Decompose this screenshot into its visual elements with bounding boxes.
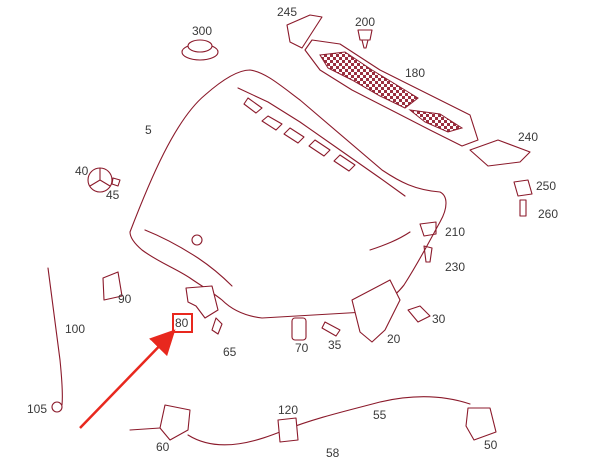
label-20: 20 (387, 332, 401, 346)
screw-45 (111, 177, 121, 187)
bracket-90 (102, 271, 123, 301)
label-245: 245 (277, 5, 297, 19)
label-65: 65 (223, 345, 237, 359)
bracket-250 (513, 179, 533, 197)
label-58: 58 (326, 446, 340, 460)
label-100: 100 (65, 322, 85, 336)
bolt-65 (211, 317, 223, 335)
screw-260 (519, 199, 527, 217)
label-80: 80 (175, 316, 189, 330)
highlight-box-80 (172, 313, 193, 333)
rod-100 (47, 267, 63, 406)
label-30: 30 (432, 312, 446, 326)
label-5: 5 (145, 123, 152, 137)
label-50: 50 (484, 438, 498, 452)
hinge-20 (351, 279, 401, 343)
label-70: 70 (295, 341, 309, 355)
label-60: 60 (156, 440, 170, 454)
bumper-70 (291, 317, 307, 341)
label-55: 55 (373, 408, 387, 422)
label-300: 300 (192, 24, 212, 38)
label-260: 260 (538, 207, 558, 221)
label-35: 35 (328, 338, 342, 352)
label-90: 90 (118, 292, 132, 306)
label-40: 40 (75, 164, 89, 178)
label-200: 200 (355, 15, 375, 29)
handle-50 (465, 407, 497, 441)
grommet-105 (51, 401, 63, 413)
cable-58-55 (187, 396, 471, 446)
screw-230 (423, 245, 433, 263)
label-105: 105 (27, 402, 47, 416)
bolt-30 (407, 305, 431, 323)
plug-300 (181, 39, 219, 61)
latch-60 (129, 404, 191, 441)
clip-210 (419, 221, 437, 237)
seal-240 (469, 139, 531, 167)
clip-200 (357, 29, 373, 49)
label-250: 250 (536, 179, 556, 193)
seal-245 (286, 14, 323, 49)
label-210: 210 (445, 225, 465, 239)
label-120: 120 (278, 403, 298, 417)
label-240: 240 (518, 130, 538, 144)
emblem-40 (87, 167, 113, 193)
bolt-35 (321, 321, 341, 337)
label-45: 45 (106, 188, 120, 202)
clamp-120 (277, 417, 299, 443)
highlight-arrow (79, 329, 176, 429)
label-230: 230 (445, 260, 465, 274)
label-180: 180 (405, 66, 425, 80)
hinge-80 (185, 285, 219, 319)
cowl-grille (304, 39, 479, 147)
